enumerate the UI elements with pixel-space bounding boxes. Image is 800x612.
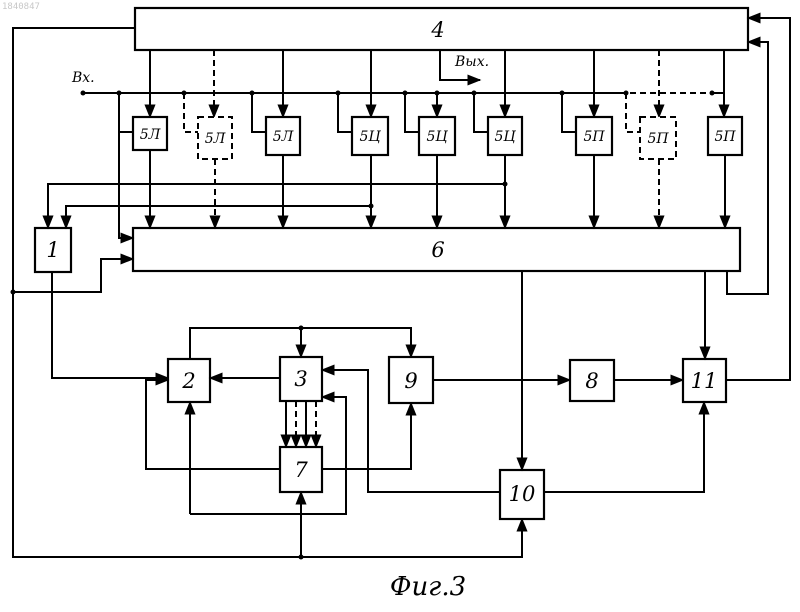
svg-text:5Ц: 5Ц: [426, 129, 448, 145]
svg-text:2: 2: [181, 369, 195, 393]
block-9: 9: [389, 357, 433, 403]
block-4-label: 4: [430, 18, 444, 42]
block-5c-2: 5Ц: [405, 93, 455, 228]
block-5l-2: 5Л: [184, 50, 232, 228]
svg-text:7: 7: [294, 458, 308, 482]
svg-text:5Л: 5Л: [140, 127, 161, 143]
svg-text:5Л: 5Л: [205, 131, 226, 147]
input-label: Вх.: [71, 70, 95, 86]
svg-text:9: 9: [404, 369, 417, 393]
block-6-label: 6: [431, 238, 444, 262]
svg-text:5П: 5П: [647, 131, 669, 147]
block-8: 8: [570, 360, 614, 401]
block-5l-1: 5Л: [119, 50, 167, 228]
block-11: 11: [683, 359, 726, 402]
svg-text:8: 8: [585, 369, 598, 393]
block-7: 7: [280, 447, 322, 492]
block-6: 6: [133, 228, 740, 271]
svg-text:11: 11: [691, 369, 718, 393]
svg-text:1: 1: [46, 238, 59, 262]
svg-text:5Ц: 5Ц: [494, 129, 516, 145]
block-5l-3: 5Л: [252, 50, 300, 228]
block-5c-3: 5Ц: [474, 50, 522, 228]
block-1: 1: [35, 228, 71, 272]
block-5p-1: 5П: [562, 50, 612, 228]
block-5c-1: 5Ц: [338, 50, 388, 228]
block-2: 2: [168, 359, 210, 402]
block-3: 3: [280, 357, 322, 401]
svg-text:5П: 5П: [583, 129, 605, 145]
figure-caption: Фиг.3: [390, 572, 466, 602]
block-4: 4: [135, 8, 748, 50]
svg-text:5П: 5П: [714, 129, 736, 145]
svg-text:5Ц: 5Ц: [359, 129, 381, 145]
svg-text:5Л: 5Л: [273, 129, 294, 145]
svg-text:3: 3: [294, 367, 307, 391]
svg-text:10: 10: [509, 482, 536, 506]
block-10: 10: [500, 470, 544, 519]
block-5p-3: 5П: [708, 50, 742, 228]
output-label: Вых.: [454, 54, 489, 70]
block-5p-2: 5П: [626, 50, 676, 228]
corner-number: 1840847: [2, 2, 40, 12]
